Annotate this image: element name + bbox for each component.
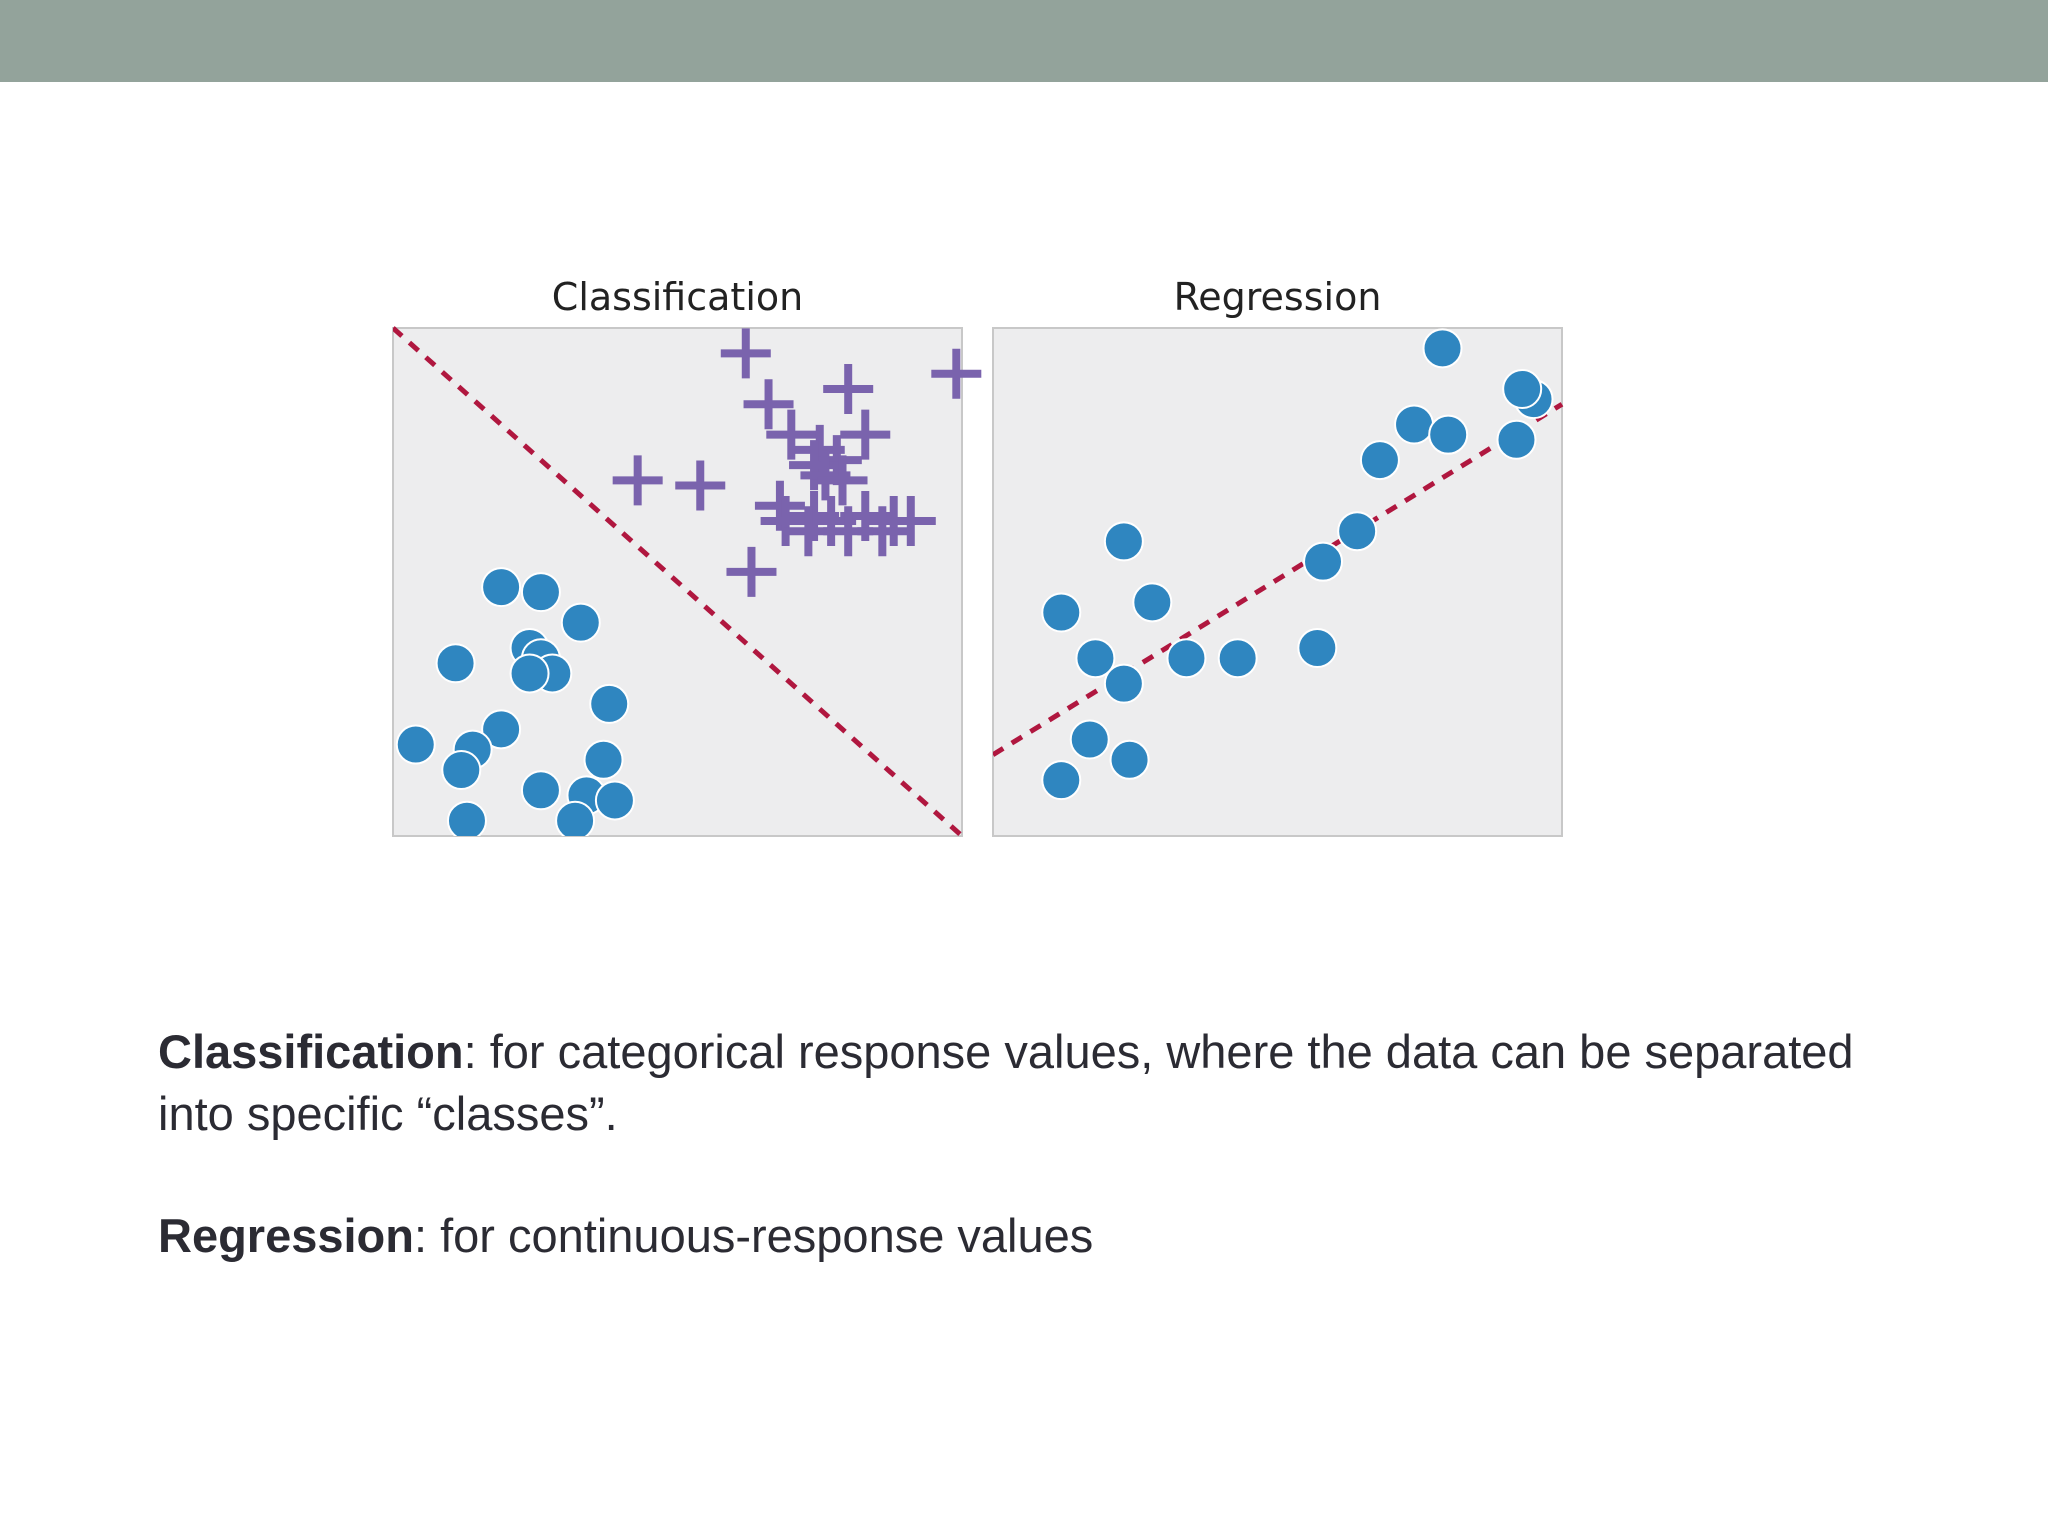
data-point-circle <box>1075 638 1116 679</box>
data-point-circle <box>1422 328 1463 369</box>
data-point-circle <box>1109 739 1150 780</box>
data-point-circle <box>481 709 522 750</box>
data-point-circle <box>1217 638 1258 679</box>
data-point-circle <box>1069 719 1110 760</box>
data-point-circle <box>435 643 476 684</box>
classification-panel: Classification <box>392 275 982 837</box>
data-point-plus <box>789 440 840 491</box>
data-point-circle <box>594 780 635 821</box>
classification-term: Classification <box>158 1025 464 1078</box>
data-point-circle <box>441 749 482 790</box>
data-point-circle <box>520 572 561 613</box>
figure-classification-vs-regression: Classification Regression <box>392 275 1564 837</box>
data-point-circle <box>446 800 487 836</box>
regression-panel: Regression <box>992 275 1564 837</box>
regression-title: Regression <box>1174 275 1382 319</box>
data-point-circle <box>583 739 624 780</box>
data-point-circle <box>1103 521 1144 562</box>
regression-description: : for continuous-response values <box>413 1209 1094 1262</box>
data-point-circle <box>589 683 630 724</box>
data-point-circle <box>1359 440 1400 481</box>
data-point-plus <box>726 546 777 597</box>
data-point-plus <box>720 328 771 379</box>
data-point-circle <box>1297 628 1338 669</box>
regression-term: Regression <box>158 1209 414 1262</box>
data-point-circle <box>1337 511 1378 552</box>
data-point-circle <box>1166 638 1207 679</box>
data-point-circle <box>509 653 550 694</box>
data-point-plus <box>823 363 874 414</box>
data-point-plus <box>612 455 663 506</box>
data-point-circle <box>1103 663 1144 704</box>
regression-fit-line <box>993 402 1564 757</box>
data-point-plus <box>817 455 868 506</box>
classification-caption: Classification: for categorical response… <box>158 1021 1878 1145</box>
data-point-plus <box>675 460 726 511</box>
classification-marks <box>393 326 982 836</box>
data-point-circle <box>520 770 561 811</box>
data-point-circle <box>1041 760 1082 801</box>
data-point-plus <box>840 409 891 460</box>
data-point-circle <box>1041 592 1082 633</box>
data-point-plus <box>783 506 834 557</box>
data-point-plus <box>743 379 794 430</box>
data-point-circle <box>1394 404 1435 445</box>
data-point-plus <box>931 348 982 399</box>
classification-description: : for categorical response values, where… <box>158 1025 1854 1140</box>
data-point-circle <box>1428 414 1469 455</box>
data-point-circle <box>395 724 436 765</box>
data-point-circle <box>1132 582 1173 623</box>
data-point-circle <box>481 567 522 608</box>
regression-caption: Regression: for continuous-response valu… <box>158 1205 1878 1267</box>
data-point-circle <box>1496 419 1537 460</box>
regression-marks <box>993 328 1564 801</box>
decision-boundary-line <box>393 326 964 836</box>
data-point-circle <box>560 602 601 643</box>
header-band <box>0 0 2048 82</box>
data-point-circle <box>1303 541 1344 582</box>
data-point-circle <box>555 800 596 836</box>
data-point-plus <box>766 409 817 460</box>
data-point-plus <box>885 496 936 547</box>
classification-title: Classification <box>552 275 803 319</box>
data-point-plus <box>760 496 811 547</box>
data-point-circle <box>1502 368 1543 409</box>
